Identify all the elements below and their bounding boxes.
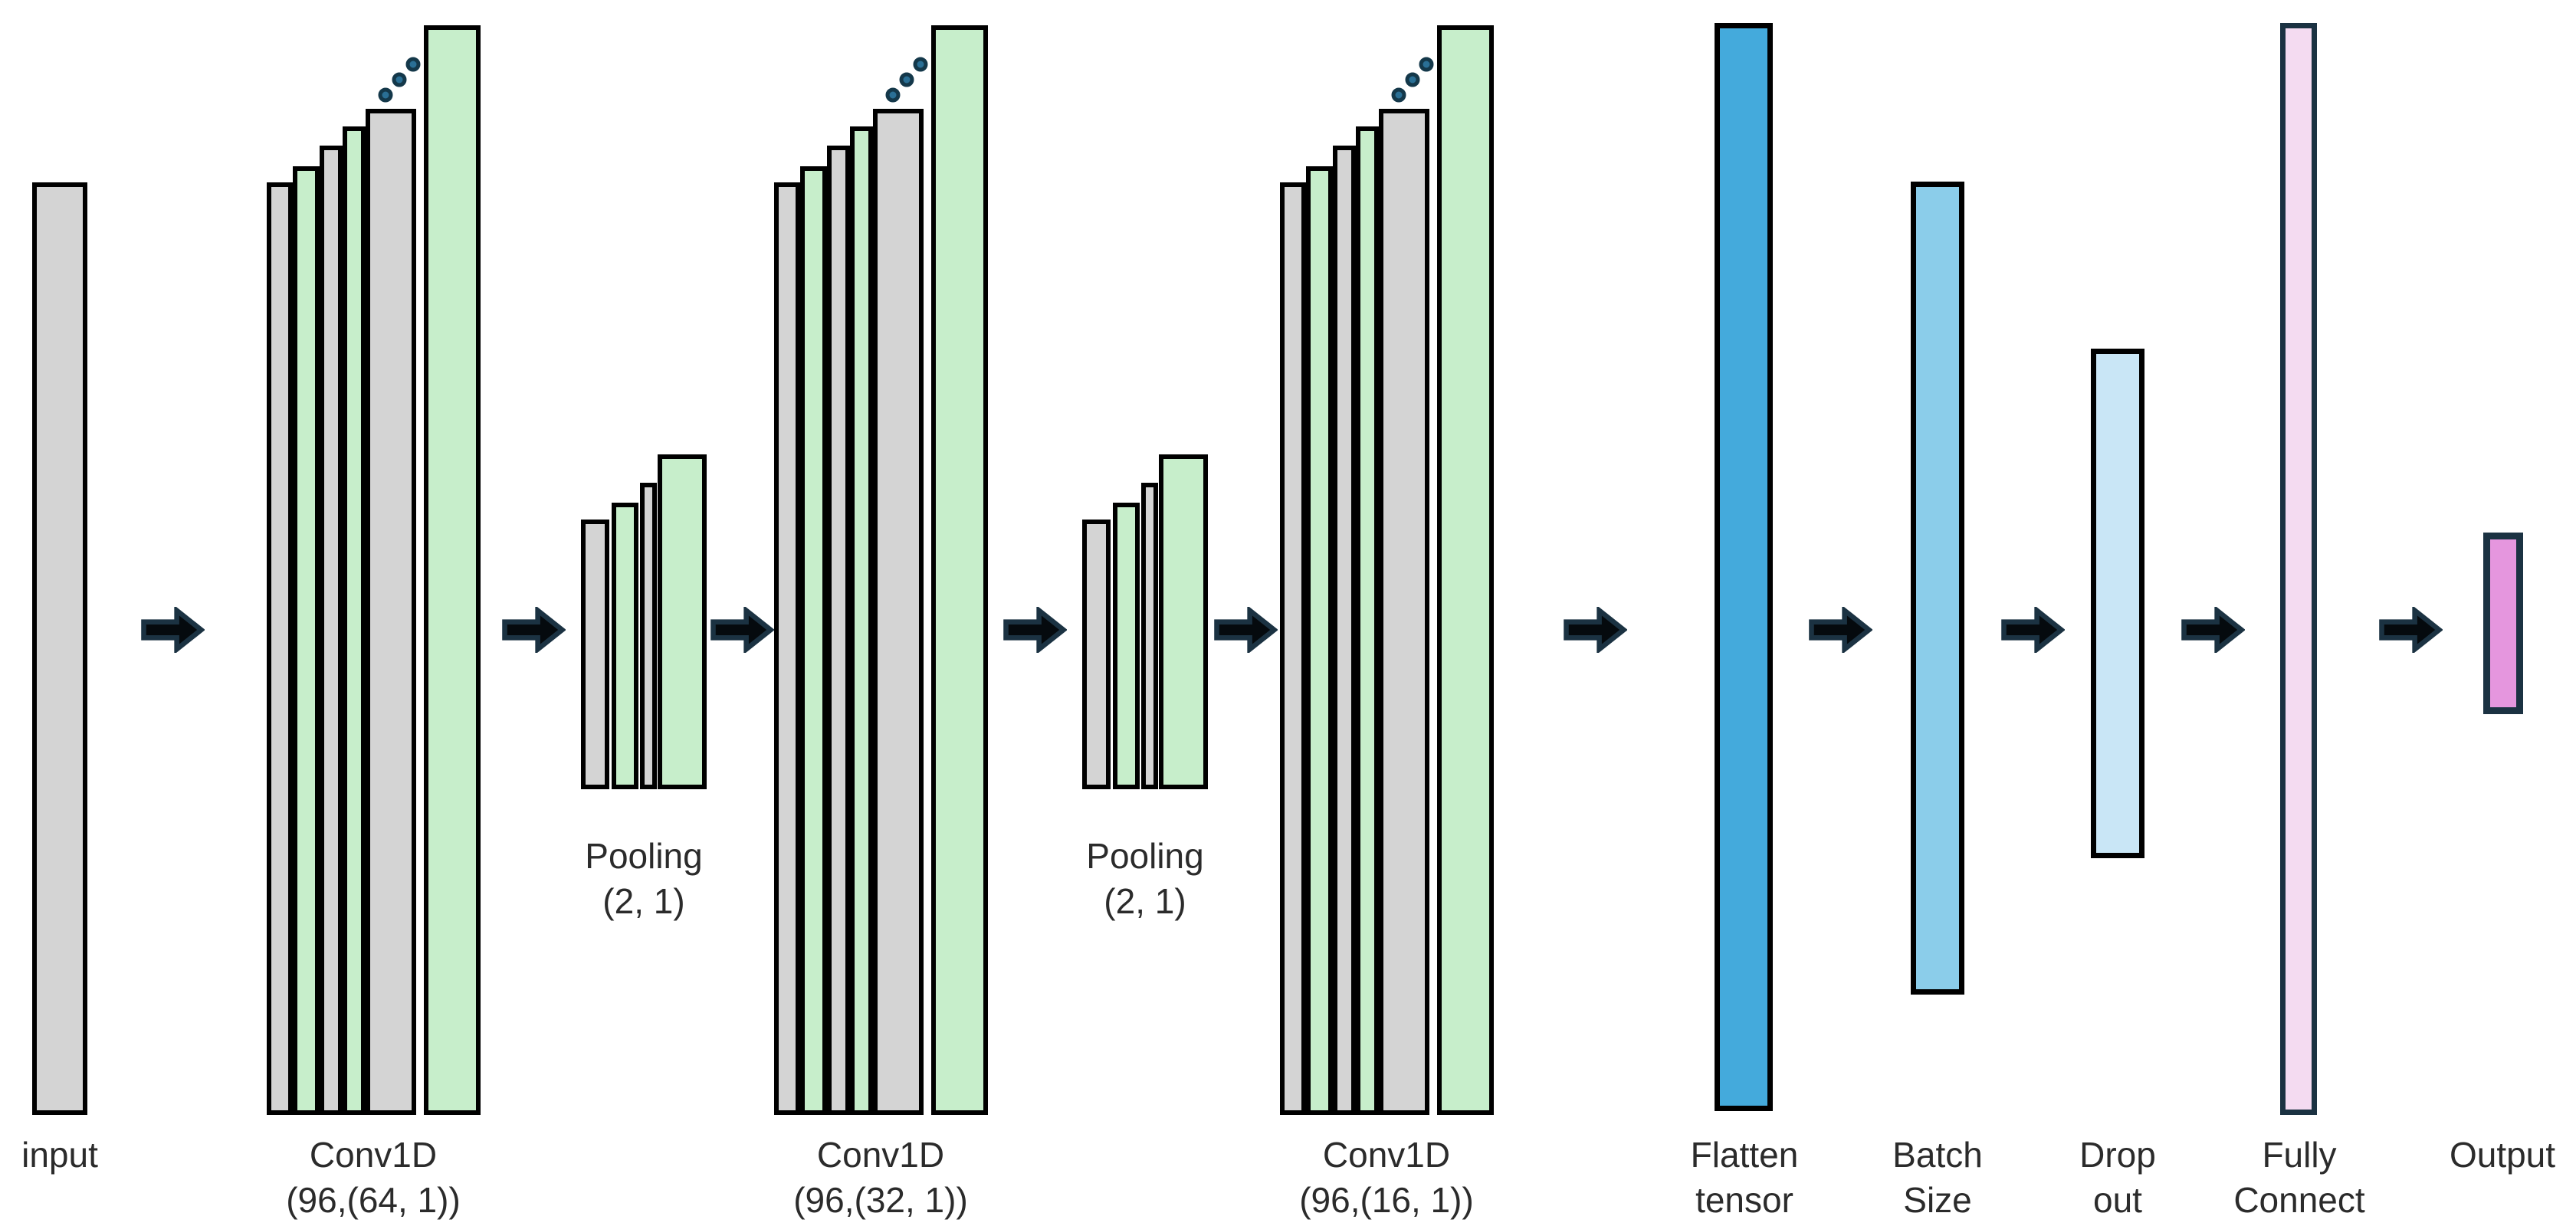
fully-connect-label-line: Fully (2262, 1135, 2337, 1175)
pooling1-label-line: (2, 1) (602, 881, 685, 921)
pooling2-label-line: (2, 1) (1104, 881, 1186, 921)
batch-size-label-line: Size (1903, 1180, 1972, 1220)
conv1-layer-bar (320, 146, 343, 1115)
flow-arrow-icon (502, 607, 566, 653)
conv3-label-line: Conv1D (1322, 1135, 1451, 1175)
flatten-layer-bar (1715, 23, 1773, 1111)
ellipsis-dot-icon (378, 87, 393, 103)
conv2-label-line: Conv1D (816, 1135, 945, 1175)
conv1-label-line: (96,(64, 1)) (286, 1180, 461, 1220)
conv3-label-line: (96,(16, 1)) (1299, 1180, 1474, 1220)
conv3-layer-bar (1306, 166, 1333, 1115)
pooling1-label-line: Pooling (585, 836, 703, 876)
output-label: Output (2450, 1133, 2555, 1178)
input-label-line: input (21, 1135, 98, 1175)
input-label: input (21, 1133, 98, 1178)
flatten-label-line: tensor (1695, 1180, 1793, 1220)
dropout-label-line: Drop (2079, 1135, 2156, 1175)
flow-arrow-icon (1809, 607, 1872, 653)
ellipsis-dot-icon (913, 57, 928, 72)
pooling2-layer-bar (1141, 483, 1158, 789)
ellipsis-dot-icon (1391, 87, 1406, 103)
conv1-layer-bar (293, 166, 320, 1115)
output-label-line: Output (2449, 1135, 2556, 1175)
batch-size-layer-bar (1911, 182, 1964, 995)
pooling1-layer-bar (640, 483, 657, 789)
conv1-layer-bar (366, 109, 416, 1115)
pooling1-label: Pooling (2, 1) (585, 834, 702, 924)
ellipsis-dot-icon (392, 72, 407, 87)
conv3-layer-bar (1437, 25, 1494, 1115)
pooling2-label: Pooling (2, 1) (1086, 834, 1203, 924)
conv3-label: Conv1D (96,(16, 1)) (1299, 1133, 1474, 1223)
input-layer-bar (32, 182, 87, 1115)
flow-arrow-icon (1564, 607, 1627, 653)
conv3-layer-bar (1333, 146, 1356, 1115)
pooling1-layer-bar (581, 520, 609, 789)
ellipsis-dot-icon (1405, 72, 1420, 87)
ellipsis-dot-icon (1419, 57, 1434, 72)
batch-size-label-line: Batch (1892, 1135, 1983, 1175)
conv3-layer-bar (1280, 182, 1306, 1115)
flatten-label: Flatten tensor (1691, 1133, 1799, 1223)
conv2-layer-bar (873, 109, 924, 1115)
conv2-layer-bar (800, 166, 827, 1115)
conv2-layer-bar (774, 182, 800, 1115)
pooling1-layer-bar (658, 454, 707, 789)
dropout-label: Drop out (2079, 1133, 2156, 1223)
ellipsis-dot-icon (885, 87, 901, 103)
flow-arrow-icon (2181, 607, 2245, 653)
output-layer-bar (2483, 533, 2523, 714)
ellipsis-dot-icon (899, 72, 914, 87)
pooling2-layer-bar (1113, 503, 1140, 789)
conv1-layer-bar (343, 126, 366, 1115)
flow-arrow-icon (1003, 607, 1067, 653)
pooling2-layer-bar (1159, 454, 1208, 789)
conv1-label-line: Conv1D (309, 1135, 438, 1175)
flow-arrow-icon (2001, 607, 2065, 653)
conv2-layer-bar (931, 25, 988, 1115)
conv2-layer-bar (850, 126, 873, 1115)
dropout-label-line: out (2093, 1180, 2142, 1220)
flatten-label-line: Flatten (1690, 1135, 1799, 1175)
flow-arrow-icon (1214, 607, 1278, 653)
ellipsis-dot-icon (405, 57, 421, 72)
pooling2-label-line: Pooling (1086, 836, 1204, 876)
conv2-layer-bar (827, 146, 850, 1115)
conv3-layer-bar (1379, 109, 1429, 1115)
conv2-label: Conv1D (96,(32, 1)) (793, 1133, 968, 1223)
conv2-label-line: (96,(32, 1)) (793, 1180, 968, 1220)
flow-arrow-icon (141, 607, 205, 653)
pooling1-layer-bar (612, 503, 638, 789)
dropout-layer-bar (2091, 349, 2144, 858)
conv1-layer-bar (267, 182, 293, 1115)
fully-connect-label-line: Connect (2233, 1180, 2365, 1220)
pooling2-layer-bar (1082, 520, 1111, 789)
flow-arrow-icon (2379, 607, 2443, 653)
conv1-label: Conv1D (96,(64, 1)) (286, 1133, 461, 1223)
fully-connect-layer-bar (2280, 23, 2317, 1115)
conv1-layer-bar (424, 25, 481, 1115)
conv3-layer-bar (1356, 126, 1379, 1115)
flow-arrow-icon (710, 607, 774, 653)
